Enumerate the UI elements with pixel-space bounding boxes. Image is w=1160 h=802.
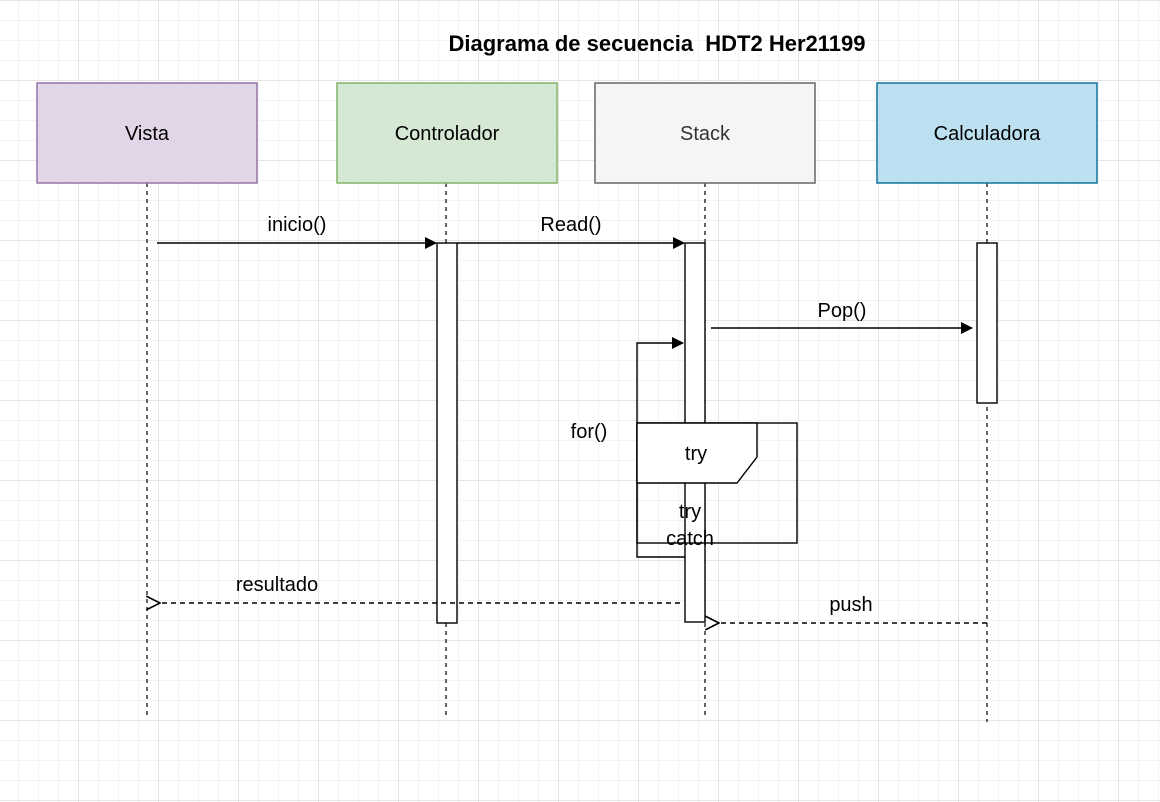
activation-controlador[interactable] bbox=[436, 242, 458, 624]
participant-vista[interactable]: Vista bbox=[36, 82, 258, 184]
participant-vista-label: Vista bbox=[125, 123, 170, 145]
participant-calculadora[interactable]: Calculadora bbox=[876, 82, 1098, 184]
participant-controlador-label: Controlador bbox=[395, 123, 500, 145]
fragment-try-catch[interactable]: try try catch bbox=[636, 422, 798, 550]
message-resultado[interactable]: resultado bbox=[160, 574, 680, 603]
fragment-label: try bbox=[685, 443, 707, 465]
participant-controlador[interactable]: Controlador bbox=[336, 82, 558, 184]
participant-calculadora-box bbox=[876, 82, 1098, 184]
participant-vista-box bbox=[36, 82, 258, 184]
fragment-catch-label: catch bbox=[666, 528, 714, 550]
message-read-label: Read() bbox=[540, 214, 601, 236]
message-pop[interactable]: Pop() bbox=[711, 300, 973, 334]
fragment-label-tab bbox=[636, 422, 758, 484]
participant-stack-label: Stack bbox=[680, 123, 731, 145]
message-resultado-label: resultado bbox=[236, 574, 318, 596]
participant-calculadora-label: Calculadora bbox=[934, 123, 1042, 145]
participant-stack-box bbox=[594, 82, 816, 184]
diagram-title: Diagrama de secuencia HDT2 Her21199 bbox=[448, 31, 865, 56]
participant-stack[interactable]: Stack bbox=[594, 82, 816, 184]
message-push-label: push bbox=[829, 594, 872, 616]
message-inicio-label: inicio() bbox=[268, 214, 327, 236]
message-push[interactable]: push bbox=[719, 594, 987, 623]
message-inicio[interactable]: inicio() bbox=[157, 214, 437, 249]
loop-for-label: for() bbox=[571, 421, 608, 443]
message-read[interactable]: Read() bbox=[457, 214, 685, 249]
participant-controlador-box bbox=[336, 82, 558, 184]
activation-calculadora[interactable] bbox=[976, 242, 998, 404]
fragment-try-label: try bbox=[679, 501, 701, 523]
message-pop-label: Pop() bbox=[818, 300, 867, 322]
